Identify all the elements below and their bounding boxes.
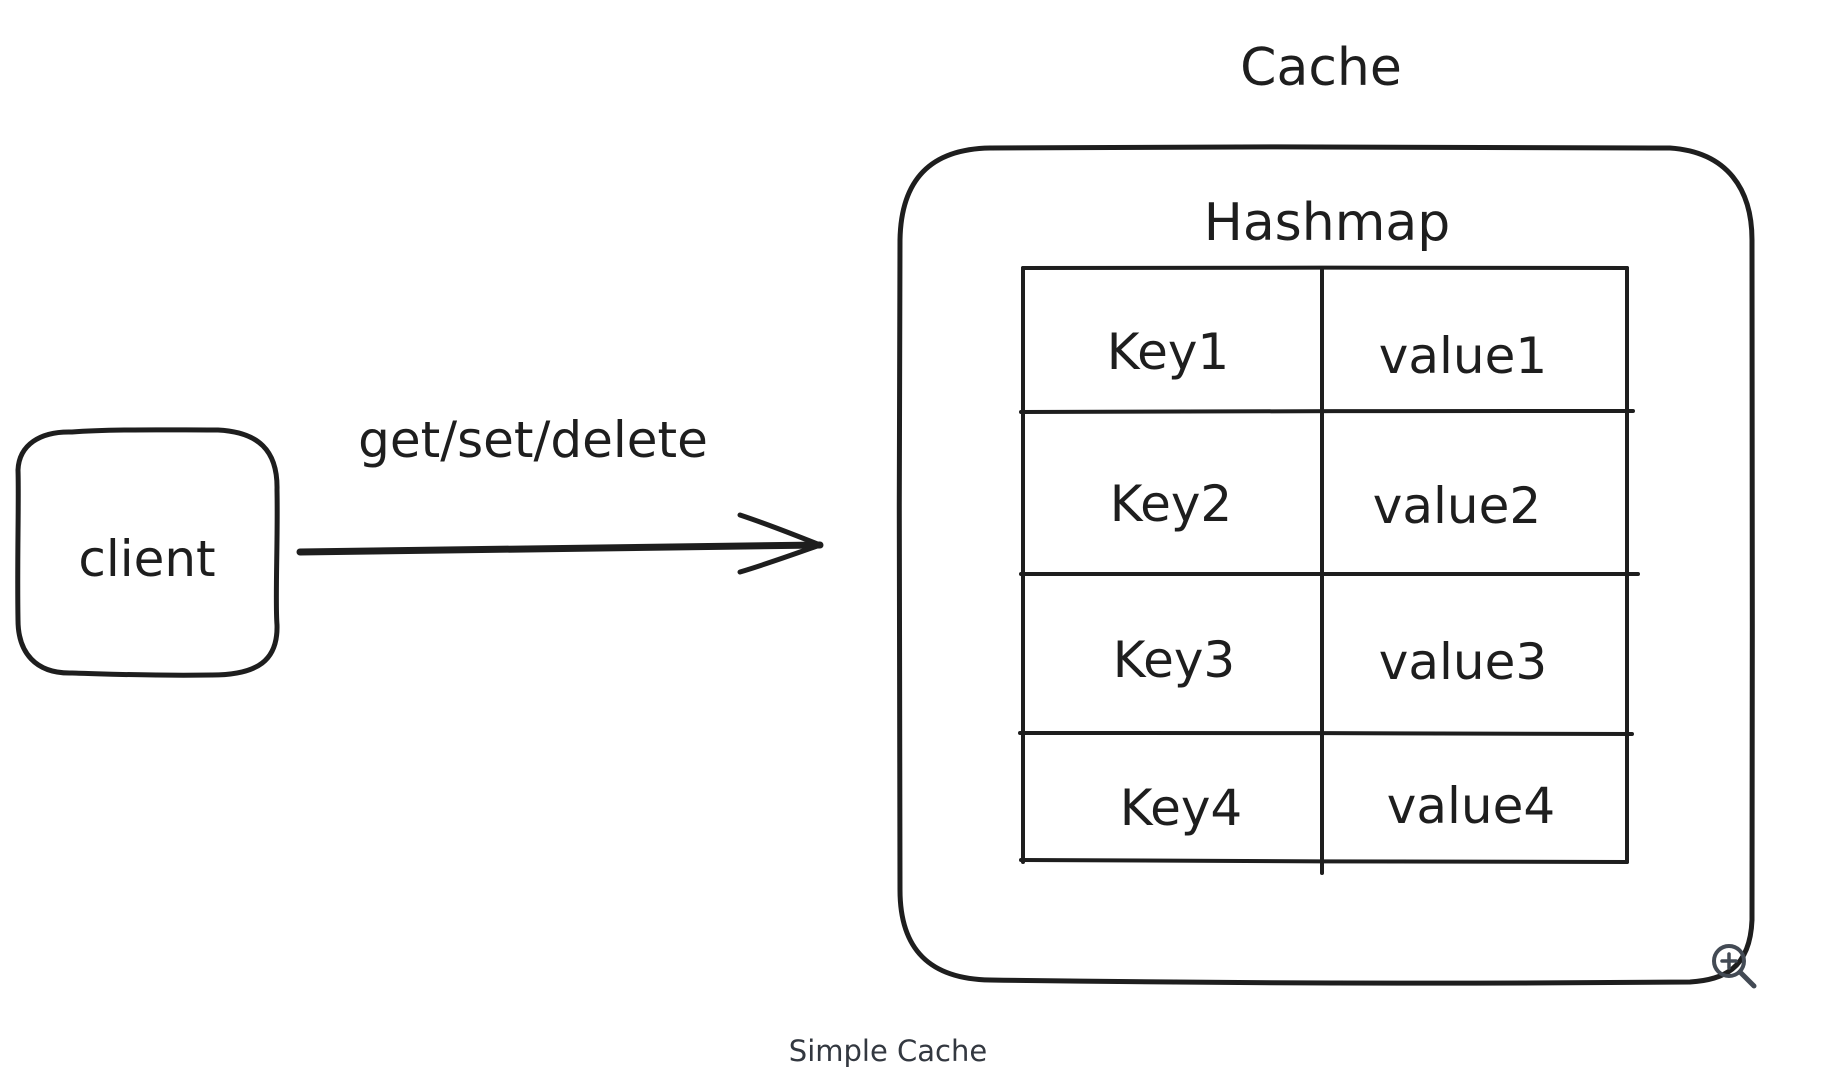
hashmap-table: [1018, 265, 1640, 875]
figure-caption: Simple Cache: [788, 1034, 988, 1068]
hashmap-key-3: Key3: [1113, 631, 1235, 689]
client-node: client: [15, 427, 280, 678]
zoom-in-button[interactable]: [1707, 939, 1763, 995]
hashmap-key-2: Key2: [1110, 475, 1232, 533]
hashmap-key-4: Key4: [1120, 779, 1242, 837]
cache-container: [896, 144, 1755, 986]
hashmap-value-1: value1: [1379, 327, 1547, 385]
hashmap-value-4: value4: [1387, 777, 1555, 835]
table-row: Key3 value3: [1113, 631, 1547, 691]
hashmap-key-1: Key1: [1107, 323, 1229, 381]
client-label: client: [78, 530, 215, 588]
zoom-in-icon: [1712, 944, 1757, 989]
table-row: Key2 value2: [1110, 475, 1541, 535]
cache-title: Cache: [1240, 38, 1402, 98]
edge-label: get/set/delete: [358, 411, 708, 469]
hashmap-title: Hashmap: [1204, 193, 1451, 253]
table-row: Key1 value1: [1107, 323, 1547, 385]
hashmap-value-2: value2: [1373, 477, 1541, 535]
table-row: Key4 value4: [1120, 777, 1555, 837]
arrow: [296, 512, 824, 575]
hashmap-value-3: value3: [1379, 633, 1547, 691]
